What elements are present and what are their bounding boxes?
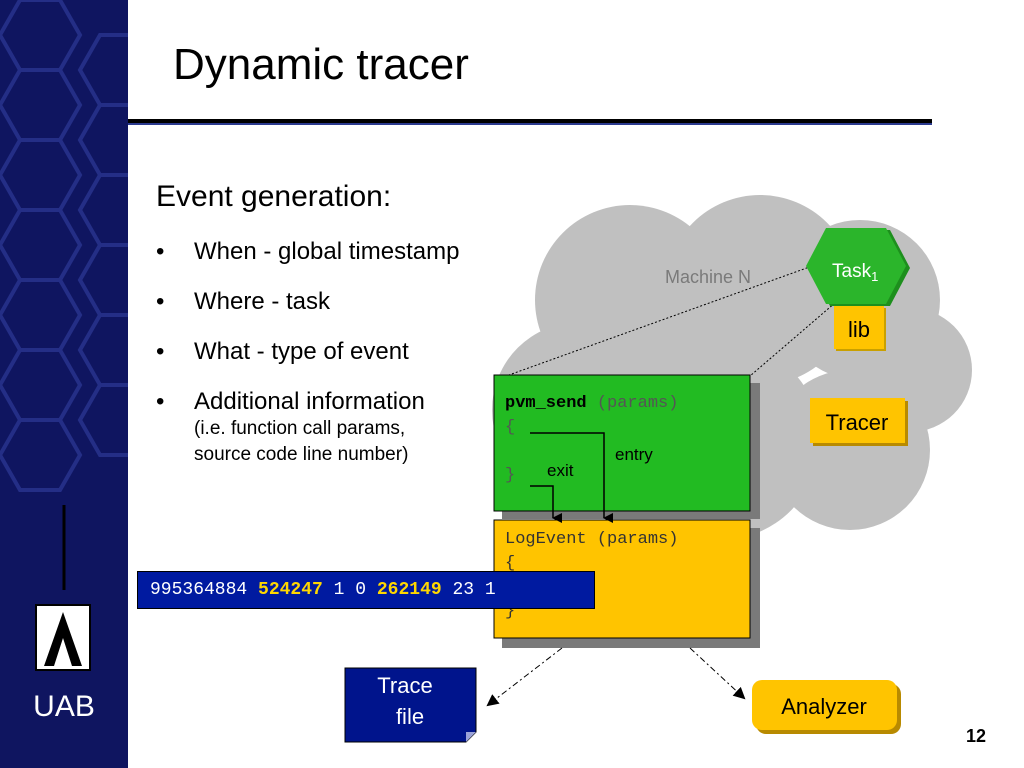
tracer-box <box>810 398 905 443</box>
task-hexagon <box>806 228 906 304</box>
analyzer-box <box>752 680 897 730</box>
log-func: LogEvent (params) <box>505 530 679 549</box>
trace-file-label: file <box>396 704 424 729</box>
uab-logo-text: UAB <box>33 690 95 723</box>
entry-arrow <box>530 432 613 523</box>
pvm-code: pvm_send (params) { } <box>505 392 678 488</box>
trace-file-fold <box>466 732 476 742</box>
bullet-item: •Where - task <box>156 288 331 315</box>
to-trace-arrow <box>486 647 563 707</box>
trace-file-label: Trace <box>377 673 432 698</box>
pvm-params: (params) <box>586 394 679 413</box>
bullet-subtext: (i.e. function call params, <box>194 418 406 439</box>
tracer-label: Tracer <box>826 410 889 435</box>
exit-label: exit <box>547 461 574 480</box>
to-analyzer-arrow <box>689 647 746 700</box>
pvm-box <box>493 374 751 512</box>
hexagon-pattern <box>0 0 128 671</box>
sidebar: UAB <box>0 0 128 768</box>
log-code: LogEvent (params) { } <box>505 528 678 624</box>
lib-label: lib <box>848 317 870 342</box>
uab-logo-icon <box>35 505 91 671</box>
entry-label: entry <box>615 445 653 464</box>
analyzer-label: Analyzer <box>781 694 867 719</box>
task-label: Task1 <box>832 261 878 284</box>
lib-box <box>834 306 884 349</box>
pvm-close-brace: } <box>505 466 516 485</box>
exit-arrow <box>530 485 562 523</box>
bullet-list: •When - global timestamp •Where - task •… <box>156 238 459 490</box>
title-divider <box>128 119 932 124</box>
machine-label: Machine N <box>665 267 751 287</box>
bullet-subtext: source code line number) <box>194 444 409 465</box>
bullet-item: •When - global timestamp <box>156 238 460 265</box>
event-record: 995364884 524247 1 0 262149 23 1 <box>137 571 595 609</box>
section-heading: Event generation: <box>156 180 392 213</box>
page-number: 12 <box>966 726 987 746</box>
title-divider-accent <box>128 123 932 125</box>
bullet-item: •What - type of event <box>156 338 409 365</box>
pvm-func-name: pvm_send <box>505 394 587 413</box>
log-close-brace: } <box>505 602 516 621</box>
zoom-line-left <box>494 264 816 381</box>
bullet-item: •Additional information (i.e. function c… <box>156 388 459 468</box>
pvm-open-brace: { <box>505 418 516 437</box>
log-open-brace: { <box>505 554 516 573</box>
slide-title: Dynamic tracer <box>173 40 469 89</box>
